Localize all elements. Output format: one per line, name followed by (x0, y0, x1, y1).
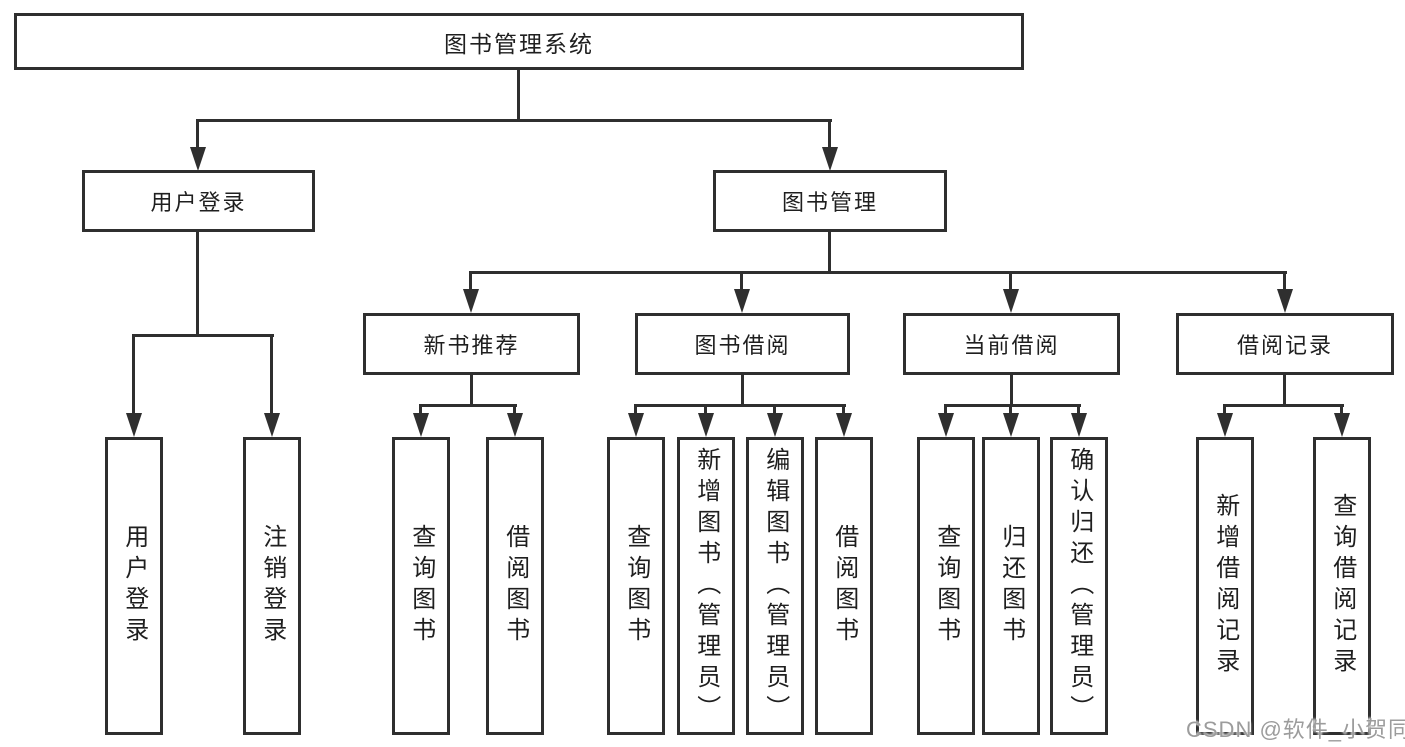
connector-line (196, 231, 199, 336)
connector-line (1223, 404, 1344, 407)
connector-line (196, 119, 199, 151)
node-user-login: 用户登录 (82, 170, 315, 232)
connector-line (270, 334, 273, 417)
connector-line (469, 271, 472, 293)
connector-line (828, 231, 831, 274)
arrow-head (126, 413, 142, 437)
connector-line (132, 334, 135, 417)
node-root: 图书管理系统 (14, 13, 1024, 70)
connector-line (470, 374, 473, 407)
connector-line (842, 404, 845, 417)
connector-line (741, 374, 744, 407)
leaf-add-borrow-record: 新增借阅记录 (1196, 437, 1254, 735)
leaf-add-borrow-record-label: 新增借阅记录 (1211, 493, 1239, 679)
arrow-head (938, 413, 954, 437)
leaf-current-query-books: 查询图书 (917, 437, 975, 735)
connector-line (704, 404, 707, 417)
leaf-borrow-books-label: 借阅图书 (830, 524, 858, 648)
arrow-head (1277, 289, 1293, 313)
arrow-head (734, 289, 750, 313)
leaf-logout-login: 注销登录 (243, 437, 301, 735)
node-borrow-records: 借阅记录 (1176, 313, 1394, 375)
leaf-current-query-books-label: 查询图书 (932, 524, 960, 648)
connector-line (944, 404, 1081, 407)
leaf-edit-books-admin: 编辑图书（管理员） (746, 437, 804, 735)
leaf-borrow-query-books-label: 查询图书 (622, 524, 650, 648)
node-book-management: 图书管理 (713, 170, 947, 232)
connector-line (419, 404, 517, 407)
connector-line (419, 404, 422, 417)
connector-line (132, 334, 274, 337)
leaf-query-borrow-record-label: 查询借阅记录 (1328, 493, 1356, 679)
leaf-recommend-query-books-label: 查询图书 (407, 524, 435, 648)
connector-line (773, 404, 776, 417)
connector-line (740, 271, 743, 293)
connector-line (196, 119, 832, 122)
node-book-borrow: 图书借阅 (635, 313, 850, 375)
arrow-head (1334, 413, 1350, 437)
arrow-head (698, 413, 714, 437)
arrow-head (628, 413, 644, 437)
arrow-head (822, 147, 838, 171)
connector-line (634, 404, 846, 407)
leaf-borrow-books: 借阅图书 (815, 437, 873, 735)
node-new-book-recommend-label: 新书推荐 (423, 333, 520, 358)
connector-line (634, 404, 637, 417)
leaf-edit-books-admin-label: 编辑图书（管理员） (761, 446, 789, 726)
node-book-management-label: 图书管理 (781, 190, 878, 215)
leaf-return-books: 归还图书 (982, 437, 1040, 735)
node-borrow-records-label: 借阅记录 (1236, 333, 1333, 358)
connector-line (1077, 404, 1080, 417)
watermark: CSDN @软件_小贺同学 (1186, 717, 1405, 742)
node-current-borrow-label: 当前借阅 (963, 333, 1060, 358)
leaf-borrow-query-books: 查询图书 (607, 437, 665, 735)
leaf-return-books-label: 归还图书 (997, 524, 1025, 648)
arrow-head (190, 147, 206, 171)
connector-line (513, 404, 516, 417)
connector-line (469, 271, 1287, 274)
arrow-head (1003, 289, 1019, 313)
connector-line (828, 119, 831, 151)
leaf-logout-login-label: 注销登录 (258, 524, 286, 648)
leaf-recommend-borrow-books: 借阅图书 (486, 437, 544, 735)
connector-line (1010, 374, 1013, 407)
connector-line (1223, 404, 1226, 417)
node-new-book-recommend: 新书推荐 (363, 313, 580, 375)
arrow-head (836, 413, 852, 437)
arrow-head (463, 289, 479, 313)
connector-line (1009, 271, 1012, 293)
connector-line (1340, 404, 1343, 417)
leaf-confirm-return-admin: 确认归还（管理员） (1050, 437, 1108, 735)
arrow-head (1217, 413, 1233, 437)
arrow-head (264, 413, 280, 437)
leaf-confirm-return-admin-label: 确认归还（管理员） (1065, 446, 1093, 726)
leaf-user-login: 用户登录 (105, 437, 163, 735)
leaf-query-borrow-record: 查询借阅记录 (1313, 437, 1371, 735)
node-current-borrow: 当前借阅 (903, 313, 1120, 375)
arrow-head (413, 413, 429, 437)
node-user-login-label: 用户登录 (150, 190, 247, 215)
leaf-add-books-admin: 新增图书（管理员） (677, 437, 735, 735)
connector-line (1283, 271, 1286, 293)
connector-line (1283, 374, 1286, 407)
leaf-recommend-query-books: 查询图书 (392, 437, 450, 735)
leaf-recommend-borrow-books-label: 借阅图书 (501, 524, 529, 648)
node-book-borrow-label: 图书借阅 (694, 333, 791, 358)
connector-line (1009, 404, 1012, 417)
node-root-label: 图书管理系统 (444, 30, 594, 57)
leaf-add-books-admin-label: 新增图书（管理员） (692, 446, 720, 726)
arrow-head (1003, 413, 1019, 437)
connector-line (517, 69, 520, 122)
arrow-head (767, 413, 783, 437)
arrow-head (507, 413, 523, 437)
connector-line (944, 404, 947, 417)
leaf-user-login-label: 用户登录 (120, 524, 148, 648)
arrow-head (1071, 413, 1087, 437)
